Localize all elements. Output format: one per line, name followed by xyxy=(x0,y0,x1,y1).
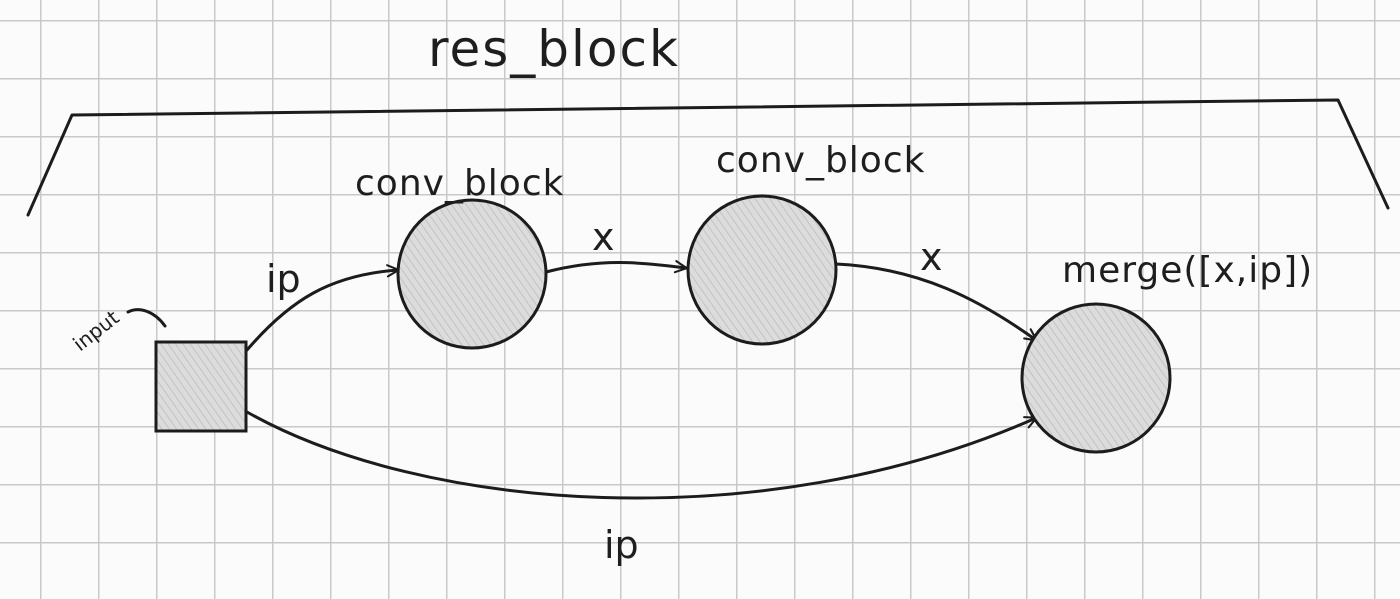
edge-input-to-merge xyxy=(245,410,1038,500)
edge-conv1-to-conv2 xyxy=(544,260,688,274)
res-block-bracket xyxy=(26,98,1390,217)
conv-block-1-label: conv_block xyxy=(355,163,564,204)
diagram-title: res_block xyxy=(428,20,680,78)
edge-label-x-1: x xyxy=(592,215,615,259)
input-label: input xyxy=(68,305,123,356)
input-label-pointer xyxy=(126,308,167,328)
input-node xyxy=(154,340,248,433)
conv-block-2-label: conv_block xyxy=(716,140,925,181)
edge-label-ip-bottom: ip xyxy=(604,523,639,567)
edge-input-to-conv1 xyxy=(245,264,400,352)
edge-conv2-to-merge xyxy=(834,262,1038,342)
conv-block-1-node xyxy=(396,198,548,350)
edge-label-x-2: x xyxy=(920,235,943,279)
edge-label-ip-top: ip xyxy=(266,257,301,301)
conv-block-2-node xyxy=(686,194,838,346)
merge-label: merge([x,ip]) xyxy=(1062,250,1313,291)
merge-node xyxy=(1020,302,1172,454)
